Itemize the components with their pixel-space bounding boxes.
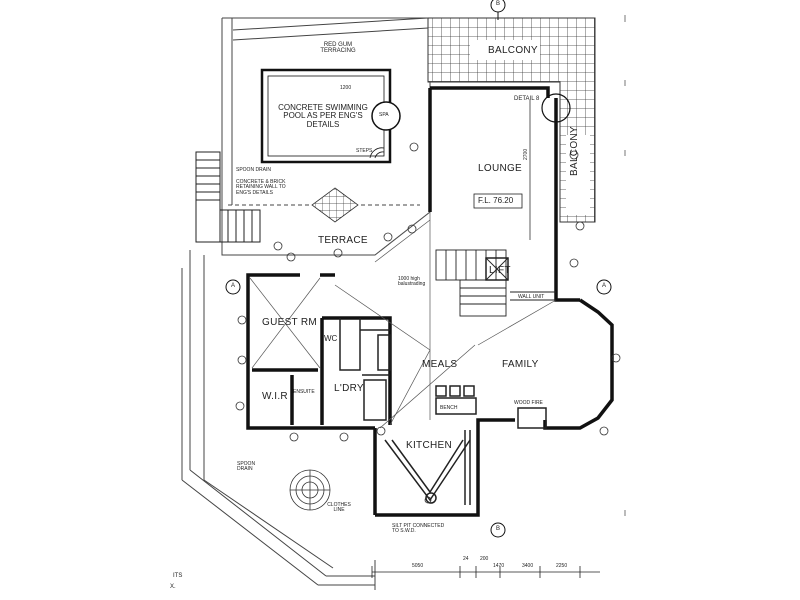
note-wood-fire: WOOD FIRE: [514, 400, 543, 406]
note-floor-level: F.L. 76.20: [478, 196, 514, 205]
room-label-wir: W.I.R: [262, 391, 288, 402]
roof-lines: [249, 211, 557, 429]
garden-features: [235, 142, 621, 511]
section-marker-right: A: [601, 283, 606, 289]
note-spoon-drain-2: SPOON DRAIN: [237, 461, 256, 473]
room-label-guest-rm: GUEST RM: [262, 317, 317, 328]
section-markers: [225, 0, 612, 538]
dimension-label: 24: [463, 556, 469, 562]
room-label-balcony-side: BALCONY: [569, 126, 580, 176]
dimension-label: 200: [480, 556, 489, 562]
note-balustrade: 1000 high balustrading: [398, 276, 426, 288]
note-silt-pit: SILT PIT CONNECTED TO S.W.D.: [392, 523, 445, 535]
note-pool-dimension: 1200: [340, 85, 352, 91]
swimming-pool: [260, 68, 401, 164]
note-lounge-dimension: 2700: [523, 148, 529, 160]
floor-level-box: [473, 193, 523, 209]
balcony-top: [427, 17, 596, 223]
room-label-ldry: L'DRY: [334, 383, 364, 394]
note-spoon-drain: SPOON DRAIN: [236, 167, 272, 173]
dimension-label: 1470: [493, 563, 505, 569]
inner-walls: [339, 318, 547, 505]
note-swimming-pool: CONCRETE SWIMMING POOL AS PER ENG'S DETA…: [278, 103, 368, 129]
note-detail: DETAIL 8: [514, 96, 540, 102]
note-wall-unit: WALL UNIT: [518, 294, 545, 300]
detail-circle: [541, 93, 571, 123]
note-side-text-2: X.: [170, 584, 176, 590]
dimension-label: 3400: [522, 563, 534, 569]
balcony-side: [566, 135, 590, 215]
room-label-kitchen: KITCHEN: [406, 440, 452, 451]
section-marker-bottom: B: [495, 526, 500, 532]
room-label-terrace: TERRACE: [318, 235, 368, 246]
dimension-label: 5050: [412, 563, 424, 569]
note-bench: BENCH: [440, 405, 458, 411]
note-red-gum-terracing: RED GUM TERRACING: [320, 42, 356, 55]
room-label-balcony-top: BALCONY: [488, 45, 538, 56]
note-clothes-line: CLOTHES LINE: [327, 502, 351, 514]
internal-stairs: [435, 249, 556, 317]
site-boundary: [181, 250, 376, 590]
note-steps: STEPS: [356, 148, 373, 154]
dimension-label: 2250: [556, 563, 568, 569]
room-label-family: FAMILY: [502, 359, 539, 370]
note-spa: SPA: [379, 112, 389, 118]
section-marker-left: A: [230, 283, 235, 289]
note-side-text: ITS: [173, 573, 183, 579]
paving-motif: [311, 187, 359, 223]
room-label-lift: LIFT: [489, 265, 511, 276]
room-label-ensuite: ENSUITE: [293, 389, 315, 395]
note-retaining-wall: CONCRETE & BRICK RETAINING WALL TO ENG'S…: [236, 179, 286, 196]
section-marker-top: B: [495, 1, 500, 7]
external-stairs: [195, 151, 261, 243]
dimension-line-bottom: [371, 566, 600, 578]
room-label-lounge: LOUNGE: [478, 163, 523, 174]
room-label-meals: MEALS: [422, 359, 458, 370]
room-label-wc: WC: [324, 334, 338, 343]
